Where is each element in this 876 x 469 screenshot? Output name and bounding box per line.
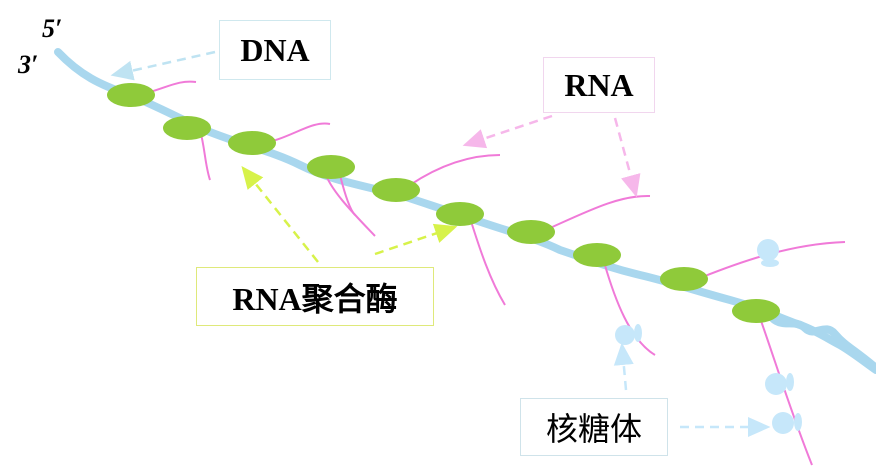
dna-arrow: [110, 50, 216, 81]
rna-polymerase: [660, 267, 708, 291]
rna-polymerase: [163, 116, 211, 140]
rna-polymerase: [573, 243, 621, 267]
rna-polymerase: [307, 155, 355, 179]
rna-label: RNA: [543, 57, 655, 113]
ribosome-label: 核糖体: [520, 398, 668, 456]
rna-polymerase: [436, 202, 484, 226]
rna-polymerases: [107, 83, 780, 323]
rna-polymerase: [228, 131, 276, 155]
ribosome: [765, 373, 794, 395]
rna-polymerase: [507, 220, 555, 244]
rna-polymerase: [107, 83, 155, 107]
rna-strand-7: [469, 217, 506, 306]
rna-arrow-2: [613, 117, 641, 198]
rna-polymerase-label: RNA聚合酶: [196, 267, 434, 326]
rna-strand-1: [149, 80, 197, 93]
ribosome: [772, 412, 802, 434]
ribosome: [757, 239, 779, 267]
rna-polymerase: [372, 178, 420, 202]
rna-polymerase-label-text: RNA聚合酶: [232, 280, 398, 317]
five-prime-label: 5′: [42, 14, 63, 43]
ribosome: [615, 324, 642, 345]
rna-polymerase: [732, 299, 780, 323]
dna-strand-tail: [766, 311, 876, 372]
rna-label-text: RNA: [564, 66, 634, 103]
ribosome-label-text: 核糖体: [545, 411, 642, 447]
ribosomes: [615, 239, 802, 434]
rna-strand-8: [549, 194, 651, 229]
polymerase-arrow-1: [241, 166, 319, 263]
rna-arrow-1: [462, 114, 553, 149]
ribosome-arrow-1: [613, 342, 634, 391]
polymerase-arrow-2: [374, 223, 458, 256]
rna-strand-9: [603, 261, 656, 356]
dna-label-text: DNA: [240, 31, 310, 68]
rna-strand-11: [759, 317, 813, 466]
dna-label: DNA: [219, 20, 331, 80]
rna-strand-6: [409, 154, 501, 186]
three-prime-label: 3′: [18, 50, 39, 79]
